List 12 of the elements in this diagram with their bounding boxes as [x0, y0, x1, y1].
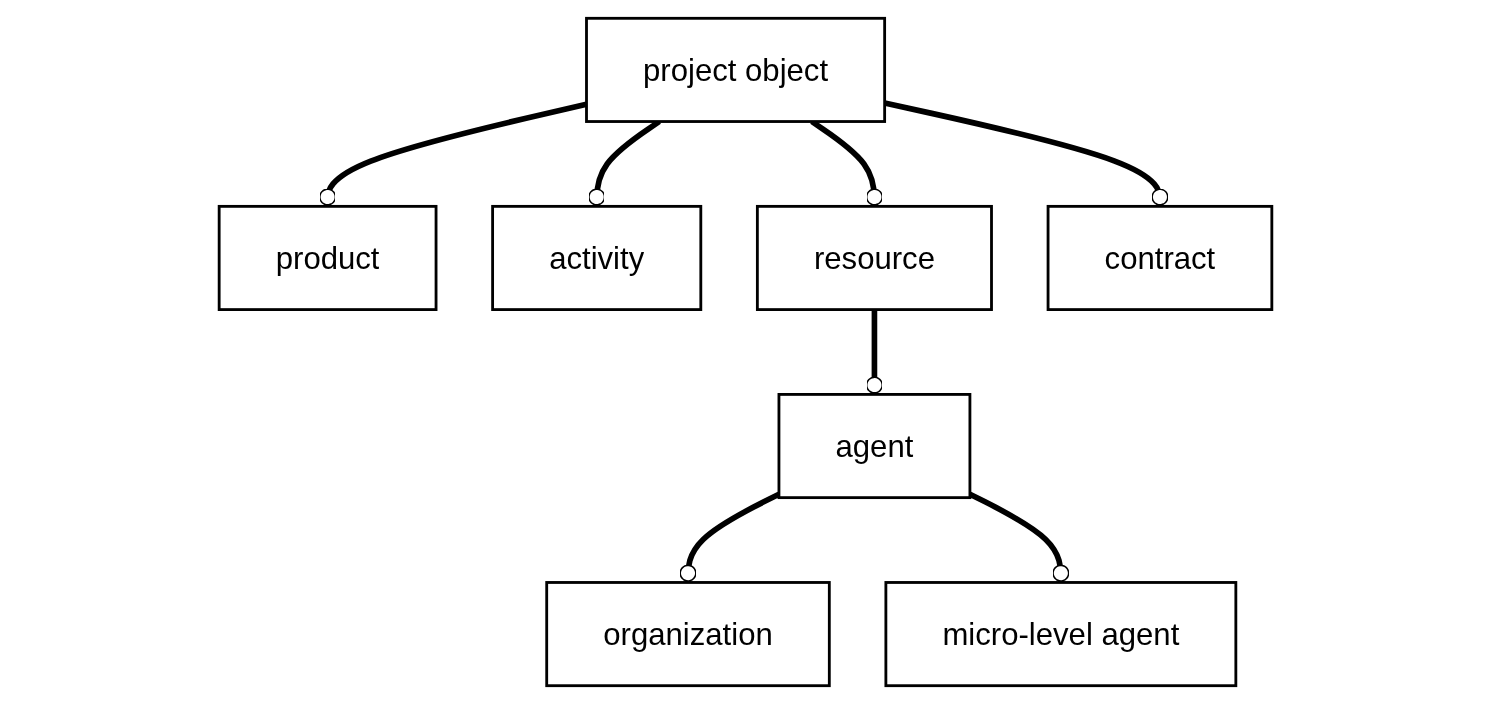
node-box: agent: [777, 393, 972, 500]
connector: [679, 491, 781, 583]
node-box: organization: [545, 581, 831, 688]
connector: [968, 491, 1070, 583]
node-box: product: [217, 204, 438, 311]
node-box: micro-level agent: [884, 581, 1238, 688]
node-box: project object: [585, 16, 887, 123]
node-box: contract: [1046, 204, 1274, 311]
connector: [865, 309, 883, 395]
node-box: activity: [491, 204, 703, 311]
node-box: resource: [755, 204, 993, 311]
connector: [884, 100, 1169, 207]
